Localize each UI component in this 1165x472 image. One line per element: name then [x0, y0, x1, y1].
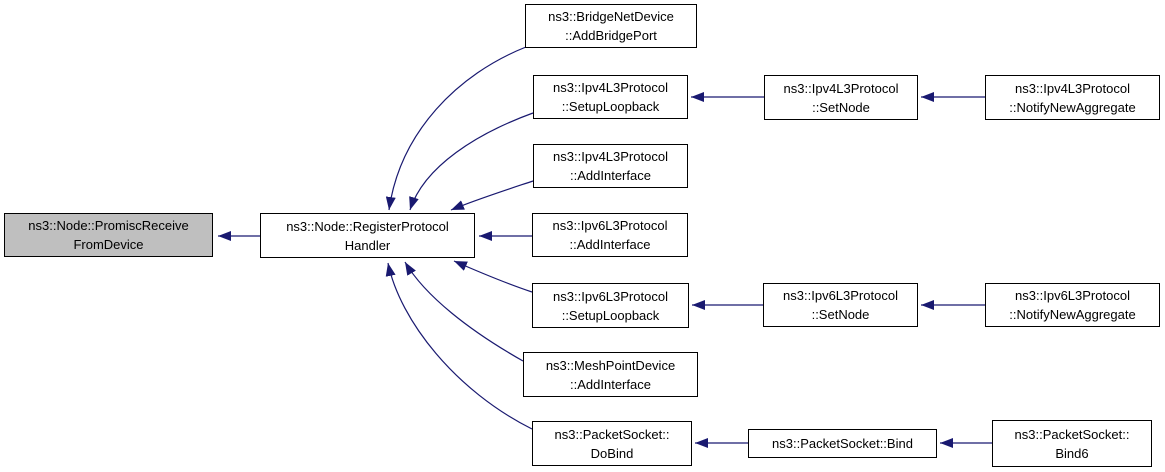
node-ipv6-notify-new-aggregate[interactable]: ns3::Ipv6L3Protocol ::NotifyNewAggregate — [985, 283, 1160, 327]
node-label-line: ns3::Ipv4L3Protocol — [553, 149, 668, 164]
node-label-line: ::SetNode — [812, 99, 870, 115]
node-promisc-receive-from-device: ns3::Node::PromiscReceive FromDevice — [4, 213, 213, 257]
node-ipv4-setup-loopback[interactable]: ns3::Ipv4L3Protocol ::SetupLoopback — [533, 75, 688, 119]
node-ipv4-add-interface[interactable]: ns3::Ipv4L3Protocol ::AddInterface — [533, 144, 688, 188]
node-label-line: ::SetupLoopback — [561, 307, 660, 323]
node-label-line: ::NotifyNewAggregate — [1009, 307, 1136, 322]
node-packet-socket-bind6[interactable]: ns3::PacketSocket:: Bind6 — [992, 420, 1152, 467]
node-label-line: ns3::Ipv6L3Protocol — [552, 218, 668, 233]
node-label-line: Handler — [344, 237, 391, 253]
node-ipv4-set-node[interactable]: ns3::Ipv4L3Protocol ::SetNode — [764, 75, 918, 120]
node-label-line: ns3::Node::PromiscReceive — [28, 218, 189, 233]
node-label-line: ns3::Node::RegisterProtocol — [286, 218, 449, 234]
node-register-protocol-handler[interactable]: ns3::Node::RegisterProtocol Handler — [260, 213, 475, 258]
node-label-line: FromDevice — [73, 237, 144, 252]
edge-ipv4-setup-loopback-to-register-protocol-handler — [409, 112, 534, 211]
node-packet-socket-do-bind[interactable]: ns3::PacketSocket:: DoBind — [532, 421, 692, 466]
node-label-line: ::AddInterface — [569, 237, 651, 252]
node-label-line: ::SetNode — [811, 307, 870, 322]
node-ipv6-set-node[interactable]: ns3::Ipv6L3Protocol ::SetNode — [763, 283, 918, 327]
node-ipv6-setup-loopback[interactable]: ns3::Ipv6L3Protocol ::SetupLoopback — [532, 283, 689, 328]
node-label-line: ns3::Ipv4L3Protocol — [783, 80, 899, 96]
edge-ipv4-add-interface-to-register-protocol-handler — [450, 180, 534, 211]
node-label-line: ns3::PacketSocket::Bind — [772, 436, 913, 451]
edge-mesh-point-add-interface-to-register-protocol-handler — [404, 261, 524, 362]
node-label-line: ns3::BridgeNetDevice — [548, 9, 674, 24]
node-ipv4-notify-new-aggregate[interactable]: ns3::Ipv4L3Protocol ::NotifyNewAggregate — [985, 75, 1160, 120]
node-label-line: ns3::Ipv6L3Protocol — [553, 288, 668, 304]
edge-packet-socket-do-bind-to-register-protocol-handler — [385, 262, 533, 430]
node-label-line: ns3::Ipv4L3Protocol — [553, 80, 668, 95]
node-mesh-point-add-interface[interactable]: ns3::MeshPointDevice ::AddInterface — [523, 352, 698, 397]
edge-bridge-add-bridge-port-to-register-protocol-handler — [385, 46, 527, 211]
node-label-line: ::AddInterface — [570, 168, 651, 183]
node-label-line: DoBind — [590, 445, 634, 461]
node-label-line: ns3::PacketSocket:: — [1014, 426, 1130, 442]
node-label-line: ns3::Ipv4L3Protocol — [1015, 80, 1130, 96]
node-label-line: ::NotifyNewAggregate — [1009, 99, 1136, 115]
node-label-line: ::AddBridgePort — [565, 28, 657, 43]
node-bridge-add-bridge-port[interactable]: ns3::BridgeNetDevice ::AddBridgePort — [525, 4, 697, 48]
node-label-line: ::SetupLoopback — [561, 99, 660, 114]
node-label-line: Bind6 — [1055, 445, 1089, 461]
node-label-line: ::AddInterface — [570, 376, 651, 392]
edge-ipv6-setup-loopback-to-register-protocol-handler — [453, 260, 533, 293]
node-ipv6-add-interface[interactable]: ns3::Ipv6L3Protocol ::AddInterface — [532, 213, 688, 257]
node-label-line: ns3::MeshPointDevice — [545, 357, 676, 373]
node-packet-socket-bind[interactable]: ns3::PacketSocket::Bind — [748, 429, 937, 458]
node-label-line: ns3::Ipv6L3Protocol — [1015, 288, 1130, 303]
node-label-line: ns3::PacketSocket:: — [554, 426, 670, 442]
node-label-line: ns3::Ipv6L3Protocol — [783, 288, 898, 303]
